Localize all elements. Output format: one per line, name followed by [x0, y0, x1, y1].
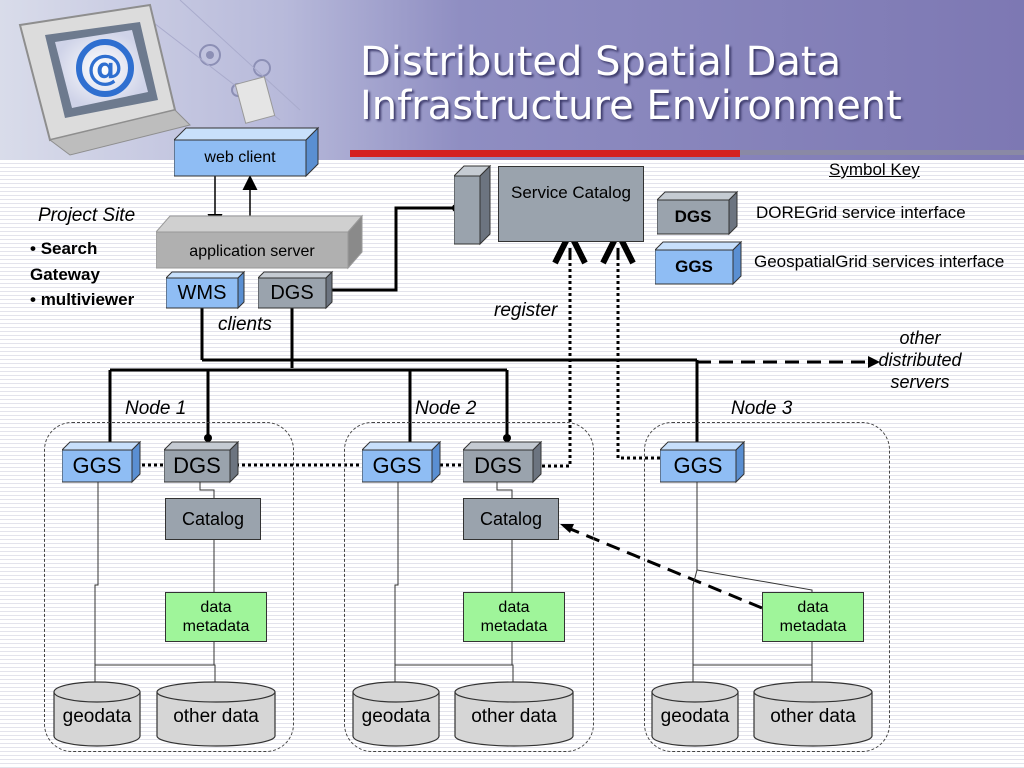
node-2-ggs-box [362, 440, 442, 484]
wms-box [166, 270, 246, 310]
node-1-label: Node 1 [125, 398, 187, 419]
node-1-dgs-box [164, 440, 240, 484]
node-2-label: Node 2 [415, 398, 477, 419]
service-catalog-connector-box [454, 164, 492, 246]
application-server-label[interactable]: application server [189, 243, 315, 260]
clients-label: clients [218, 314, 272, 335]
header-banner: @ Distributed Spatial Data Infrastructur… [0, 0, 1024, 160]
node-2-dgs-label[interactable]: DGS [474, 453, 522, 478]
node-2-data-metadata[interactable]: data metadata [463, 592, 565, 642]
top-dgs-box [258, 270, 334, 310]
node-1-ggs-label[interactable]: GGS [72, 453, 122, 478]
web-client-label[interactable]: web client [204, 149, 276, 166]
node-3-frame [644, 422, 890, 752]
node-3-geodata: geodata [660, 706, 730, 727]
top-dgs-label[interactable]: DGS [270, 282, 314, 304]
page-title: Distributed Spatial Data Infrastructure … [360, 39, 902, 129]
node-3-ggs-label[interactable]: GGS [673, 453, 723, 478]
register-label: register [494, 300, 558, 321]
node-3-label: Node 3 [731, 398, 793, 419]
application-server-box [156, 214, 364, 270]
node-1-other-data: other data [173, 706, 259, 727]
title-underline [350, 150, 740, 157]
node-2-catalog[interactable]: Catalog [463, 498, 559, 540]
node-2-geodata: geodata [361, 706, 431, 727]
symbol-dgs-box [657, 190, 739, 236]
other-servers-label: other distributed servers [878, 328, 962, 392]
node-3-other-data: other data [770, 706, 856, 727]
symbol-dgs-label: DGS [674, 207, 712, 226]
project-site-bullet-2: • multiviewer [30, 290, 135, 309]
svg-text:@: @ [87, 48, 123, 89]
symbol-ggs-box [655, 240, 743, 286]
node-1-data-metadata[interactable]: data metadata [165, 592, 267, 642]
symbol-ggs-label: GGS [675, 257, 713, 276]
node-2-frame [344, 422, 594, 752]
node-2-ggs-label[interactable]: GGS [372, 453, 422, 478]
computer-logo-icon: @ [18, 0, 301, 156]
node-1-dgs-label[interactable]: DGS [173, 453, 221, 478]
wms-label[interactable]: WMS [177, 282, 227, 304]
title-underline-gray [740, 150, 1024, 155]
node-3-ggs-box [660, 440, 746, 484]
node-2-other-data: other data [471, 706, 557, 727]
node-1-frame [44, 422, 294, 752]
project-site-heading: Project Site [38, 205, 136, 226]
node-1-catalog[interactable]: Catalog [165, 498, 261, 540]
service-catalog-box[interactable]: Service Catalog [498, 166, 644, 242]
web-client-box [174, 126, 320, 178]
node-1-geodata: geodata [62, 706, 132, 727]
node-2-dgs-box [463, 440, 543, 484]
node-3-data-metadata[interactable]: data metadata [762, 592, 864, 642]
node-1-ggs-box [62, 440, 142, 484]
symbol-ggs-desc: GeospatialGrid services interface [754, 252, 1005, 271]
symbol-key-heading: Symbol Key [829, 160, 920, 179]
symbol-dgs-desc: DOREGrid service interface [756, 203, 966, 222]
